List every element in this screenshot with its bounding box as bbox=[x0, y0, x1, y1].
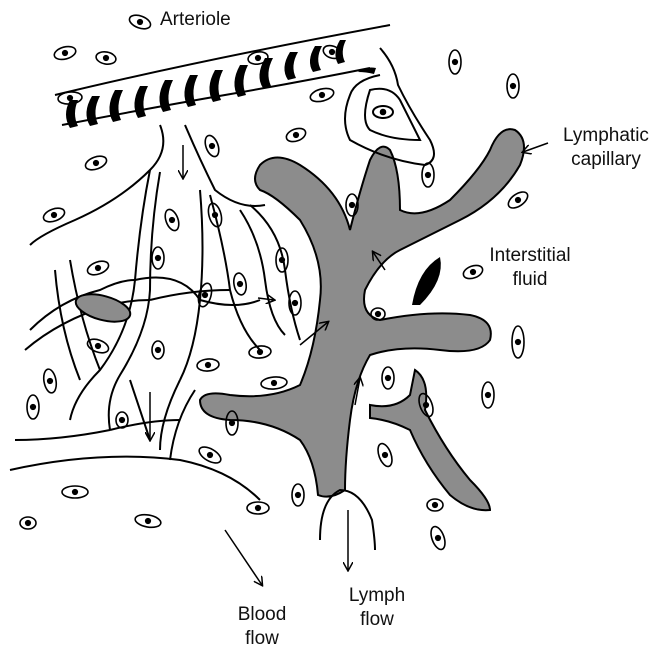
lymphatic-side-branch bbox=[370, 370, 490, 510]
label-lymph-flow-line2: flow bbox=[337, 608, 417, 632]
arrow-fluid-in-3 bbox=[258, 298, 274, 300]
label-interstitial-fluid-line1: Interstitial bbox=[480, 244, 580, 268]
label-lymph-flow: Lymph flow bbox=[337, 584, 417, 632]
label-interstitial-fluid-line2: fluid bbox=[480, 268, 580, 292]
arrow-blood-flow bbox=[225, 530, 262, 585]
arrow-lymphatic-capillary bbox=[523, 143, 548, 152]
label-arteriole: Arteriole bbox=[160, 8, 231, 32]
arteriole-vessel bbox=[55, 25, 390, 128]
label-lymphatic-capillary-line1: Lymphatic bbox=[556, 124, 656, 148]
lymphatic-capillary bbox=[200, 129, 524, 497]
label-blood-flow-line1: Blood bbox=[222, 603, 302, 627]
black-lens-shape bbox=[412, 257, 441, 305]
capillary-gray-blob bbox=[73, 289, 133, 327]
label-interstitial-fluid: Interstitial fluid bbox=[480, 244, 580, 292]
label-blood-flow-line2: flow bbox=[222, 627, 302, 650]
label-lymphatic-capillary-line2: capillary bbox=[556, 148, 656, 172]
label-lymph-flow-line1: Lymph bbox=[337, 584, 417, 608]
tissue-fold bbox=[345, 48, 434, 165]
label-lymphatic-capillary: Lymphatic capillary bbox=[556, 124, 656, 172]
label-blood-flow: Blood flow bbox=[222, 603, 302, 650]
